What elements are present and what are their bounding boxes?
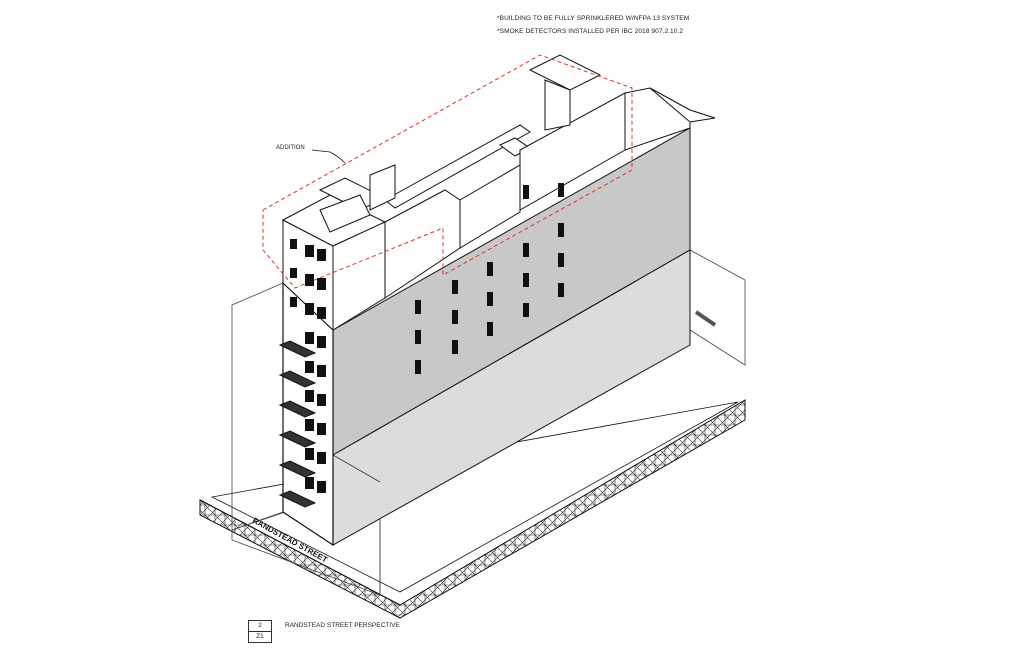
window — [523, 303, 529, 317]
window — [305, 245, 314, 257]
window — [558, 223, 564, 237]
window — [290, 297, 297, 307]
sheet-number: Z1 — [248, 631, 272, 643]
window — [317, 365, 326, 377]
sprinkler-note: *BUILDING TO BE FULLY SPRINKLERED W/NFPA… — [497, 15, 690, 22]
window — [415, 330, 421, 344]
fire-escape-balcony — [278, 430, 317, 448]
windows — [290, 183, 564, 493]
window — [487, 292, 493, 306]
fire-escape-balcony — [278, 340, 317, 358]
fire-escape-balcony — [278, 370, 317, 388]
window — [305, 274, 314, 286]
window — [305, 477, 314, 489]
window — [317, 307, 326, 319]
window — [290, 268, 297, 278]
fire-escape-balcony — [278, 400, 317, 418]
window — [415, 360, 421, 374]
window — [305, 448, 314, 460]
addition-outline — [262, 54, 633, 289]
window — [558, 253, 564, 267]
window — [317, 452, 326, 464]
window — [523, 243, 529, 257]
fire-escape-balcony — [278, 460, 317, 478]
window — [290, 239, 297, 249]
window — [452, 280, 458, 294]
window — [305, 419, 314, 431]
window — [487, 262, 493, 276]
window — [452, 340, 458, 354]
window — [317, 336, 326, 348]
window — [487, 322, 493, 336]
addition-leader-arrow — [311, 149, 346, 164]
view-title: RANDSTEAD STREET PERSPECTIVE — [285, 622, 400, 629]
window — [305, 390, 314, 402]
window — [523, 273, 529, 287]
window — [317, 249, 326, 261]
window — [523, 185, 529, 199]
window — [317, 394, 326, 406]
smoke-detector-note: *SMOKE DETECTORS INSTALLED PER IBC 2018 … — [497, 28, 684, 35]
fire-escape-balcony — [278, 490, 317, 508]
window — [452, 310, 458, 324]
window — [305, 361, 314, 373]
side-street-marker — [694, 310, 717, 327]
window — [317, 278, 326, 290]
window — [317, 423, 326, 435]
addition-label: ADDITION — [276, 145, 305, 151]
window — [305, 303, 314, 315]
window — [317, 481, 326, 493]
window — [558, 183, 564, 197]
window — [415, 300, 421, 314]
window — [558, 283, 564, 297]
window — [305, 332, 314, 344]
fire-escapes — [278, 340, 317, 508]
